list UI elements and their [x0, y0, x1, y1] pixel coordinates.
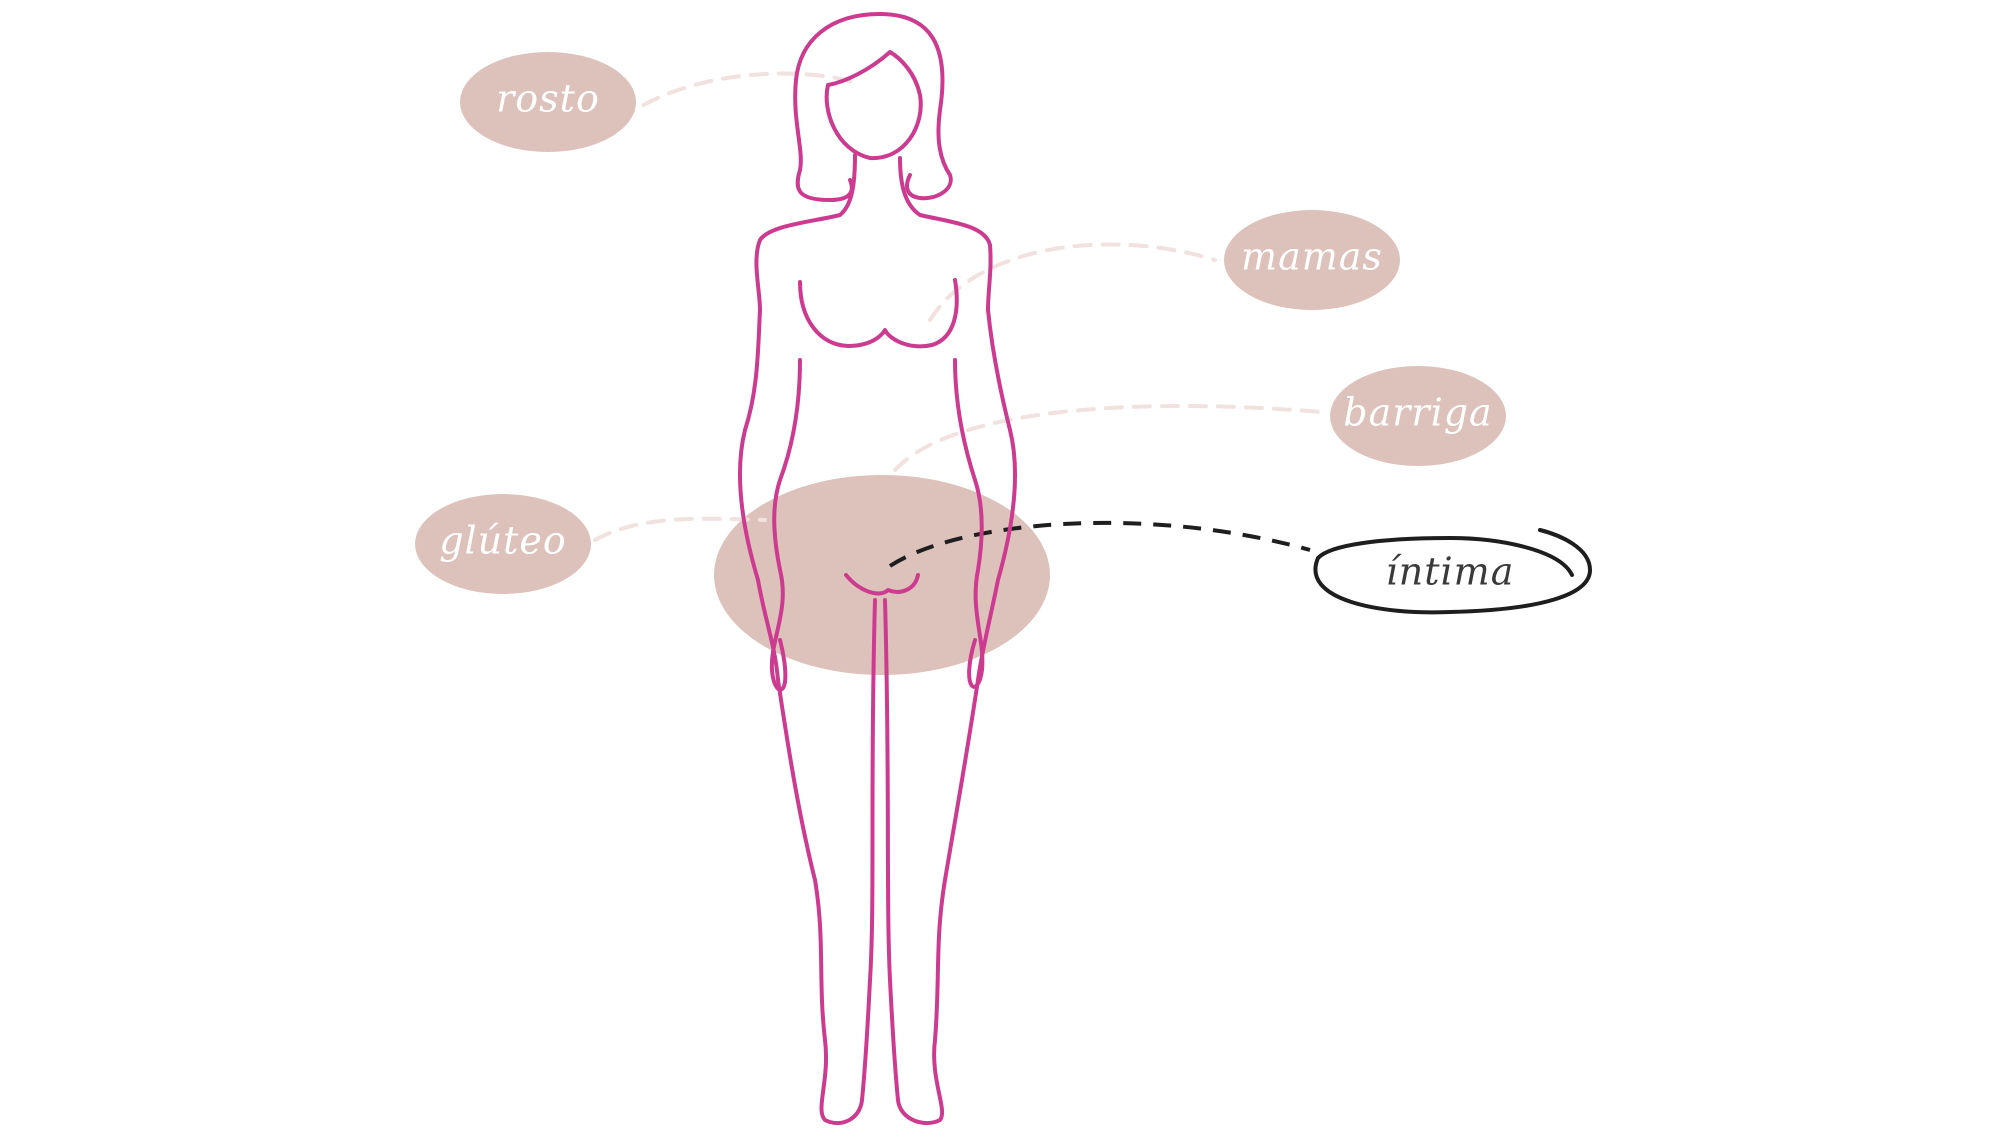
label-mamas[interactable]: mamas: [1224, 210, 1400, 310]
label-intima-text: íntima: [1386, 550, 1515, 594]
label-intima-selected[interactable]: íntima: [1313, 528, 1593, 615]
leader-line-barriga: [893, 404, 1322, 472]
label-barriga[interactable]: barriga: [1330, 366, 1506, 466]
label-rosto-text: rosto: [496, 77, 600, 121]
leader-line-rosto: [618, 71, 862, 122]
label-barriga-text: barriga: [1343, 391, 1492, 435]
leader-line-mamas: [928, 242, 1217, 322]
highlight-zone-intima: [714, 475, 1050, 675]
woman-figure-outline: [737, 12, 1018, 1126]
label-rosto[interactable]: rosto: [460, 52, 636, 152]
selected-outline: [1313, 528, 1593, 615]
label-gluteo-text: glúteo: [439, 519, 567, 563]
leader-line-intima: [888, 520, 1311, 568]
label-gluteo[interactable]: glúteo: [415, 494, 591, 594]
label-mamas-text: mamas: [1241, 235, 1383, 279]
